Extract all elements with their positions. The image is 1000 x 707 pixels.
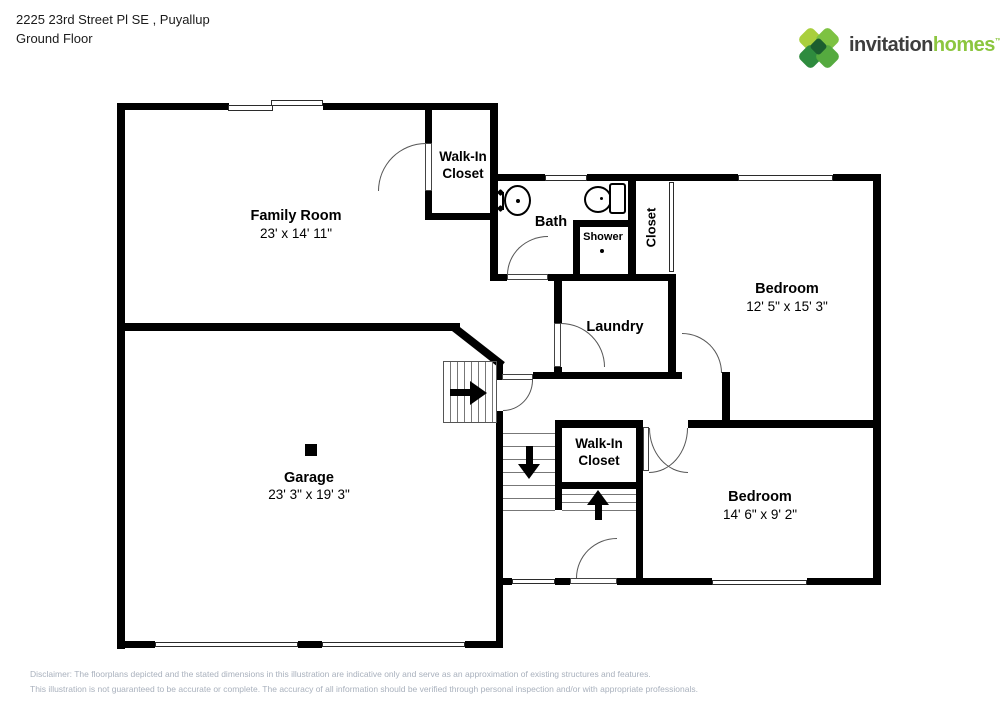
wall-segment: [555, 482, 643, 489]
garage-door: [155, 642, 298, 647]
wall-segment: [833, 174, 881, 181]
room-label-walkin-closet-top: Closet: [442, 166, 484, 181]
wall-segment: [573, 220, 580, 278]
door-swing-arc: [682, 333, 722, 373]
stair-tread: [503, 485, 555, 486]
room-label-closet: Closet: [643, 207, 659, 248]
stair-tread: [503, 498, 555, 499]
room-label-bath: Bath: [534, 214, 568, 230]
wall-segment: [117, 323, 460, 331]
room-label-bedroom-1: Bedroom: [755, 281, 819, 297]
disclaimer-line-1: Disclaimer: The floorplans depicted and …: [30, 669, 651, 679]
room-label-walkin-closet-top: Walk-In: [439, 149, 487, 164]
wall-segment: [554, 274, 562, 323]
wall-segment: [425, 213, 498, 220]
stairs-down-arrow-icon: [526, 446, 533, 466]
wall-segment: [548, 274, 676, 281]
wall-segment: [425, 103, 432, 143]
wall-segment: [465, 641, 503, 648]
wall-segment: [496, 578, 512, 585]
wall-segment: [533, 372, 682, 379]
invitation-homes-logo-icon: [797, 24, 841, 70]
wall-segment: [117, 103, 125, 649]
wall-segment: [587, 174, 629, 181]
wall-segment: [555, 420, 643, 428]
wall-segment: [323, 103, 498, 110]
stairs-up-arrow-icon: [595, 504, 602, 520]
window: [228, 105, 273, 111]
wall-segment: [496, 411, 503, 648]
wall-segment: [117, 641, 155, 648]
wall-segment: [617, 578, 712, 585]
invitation-homes-logo: invitationhomes™: [797, 22, 1000, 72]
wall-segment: [573, 220, 636, 227]
faucet-icon: [502, 192, 504, 210]
room-label-walkin-closet-mid: Closet: [578, 453, 620, 468]
door-leaf: [570, 578, 617, 584]
stairs-up-arrow-icon: [587, 490, 609, 505]
garage-post: [305, 444, 317, 456]
wall-segment: [722, 372, 730, 428]
room-label-walkin-closet-mid: Walk-In: [575, 436, 623, 451]
sliding-closet-door: [669, 182, 674, 272]
door-swing-arc: [507, 236, 548, 275]
door-swing-arc: [378, 143, 426, 191]
door-swing-arc: [503, 380, 533, 411]
stair-tread: [503, 510, 555, 511]
window: [545, 175, 587, 181]
room-label-family-room: Family Room: [250, 208, 342, 224]
floor-label: Ground Floor: [16, 31, 93, 46]
property-address: 2225 23rd Street Pl SE , Puyallup: [16, 12, 210, 27]
disclaimer-line-2: This illustration is not guaranteed to b…: [30, 684, 698, 694]
door-leaf: [502, 374, 533, 380]
room-label-bedroom-2: Bedroom: [728, 489, 792, 505]
room-label-shower: Shower: [583, 231, 623, 243]
door-leaf: [554, 323, 561, 367]
toilet-icon: [600, 197, 603, 200]
stairs-down-arrow-icon: [518, 464, 540, 479]
wall-segment: [668, 274, 676, 379]
stair-tread: [492, 362, 493, 422]
stairs-to-garage: [443, 361, 497, 423]
window: [712, 580, 807, 585]
wall-segment: [636, 174, 738, 181]
garage-door: [322, 642, 465, 647]
wall-segment: [496, 361, 503, 380]
toilet-bowl-icon: [584, 186, 612, 213]
stairs-right-arrow-icon: [450, 389, 472, 396]
room-label-laundry: Laundry: [586, 319, 644, 335]
window: [512, 579, 555, 584]
wall-segment: [298, 641, 322, 648]
wall-segment: [628, 174, 636, 281]
room-dims-garage: 23' 3" x 19' 3": [268, 487, 350, 502]
room-label-garage: Garage: [284, 470, 334, 486]
logo-wordmark: invitationhomes™: [849, 34, 1000, 56]
wall-segment: [425, 191, 432, 220]
wall-segment: [490, 274, 507, 281]
stairs-right-arrow-icon: [470, 381, 487, 405]
window: [271, 100, 323, 106]
wall-segment: [636, 420, 643, 585]
wall-segment: [555, 420, 562, 510]
wall-segment: [490, 103, 498, 281]
toilet-tank-icon: [609, 183, 626, 214]
window: [738, 175, 833, 181]
wall-segment: [117, 103, 229, 110]
shower-drain-icon: [600, 249, 604, 253]
wall-segment: [555, 578, 570, 585]
sink-drain-icon: [516, 199, 520, 203]
wall-segment: [807, 578, 881, 585]
wall-segment: [688, 420, 881, 428]
door-swing-arc: [576, 538, 617, 578]
room-dims-bedroom-2: 14' 6" x 9' 2": [722, 507, 798, 522]
stair-tread: [503, 433, 555, 434]
room-dims-bedroom-1: 12' 5" x 15' 3": [746, 299, 828, 314]
wall-segment: [498, 174, 545, 181]
wall-segment: [873, 174, 881, 585]
room-dims-family-room: 23' x 14' 11": [260, 226, 332, 241]
